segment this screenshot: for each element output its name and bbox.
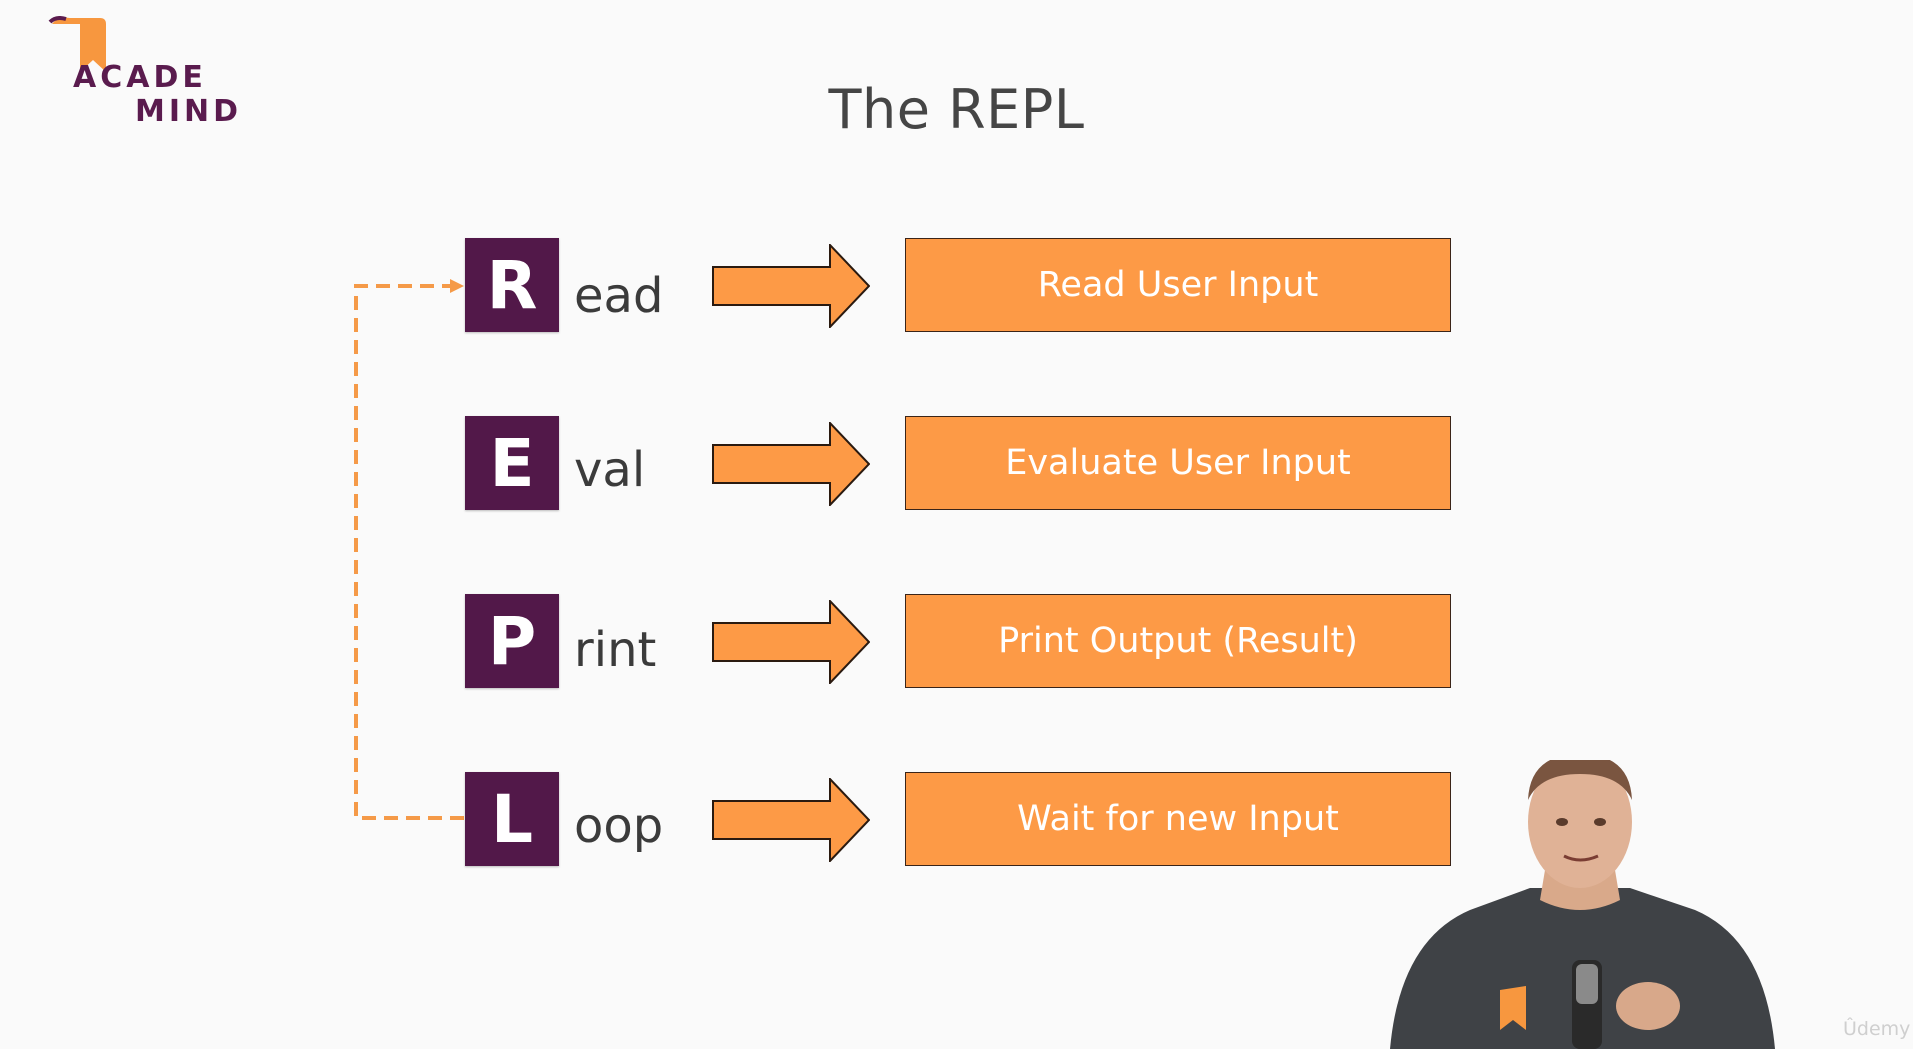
- arrow-right-icon: [712, 600, 870, 684]
- logo-text-acade: ACADE: [73, 60, 207, 95]
- arrow-right-icon: [712, 244, 870, 328]
- letter-box-l: L: [465, 772, 559, 866]
- udemy-watermark: Ûdemy: [1843, 1018, 1911, 1040]
- letter-box-e: E: [465, 416, 559, 510]
- arrow-right-icon: [712, 422, 870, 506]
- letter-rest-rint: rint: [574, 622, 657, 678]
- step-box-read: Read User Input: [905, 238, 1451, 332]
- academind-logo: ACADE MIND: [48, 16, 248, 129]
- presenter-hair: [1528, 760, 1632, 800]
- step-box-loop: Wait for new Input: [905, 772, 1451, 866]
- step-box-print: Print Output (Result): [905, 594, 1451, 688]
- logo-bookmark-icon: [48, 16, 106, 73]
- logo-text-mind: MIND: [135, 94, 243, 129]
- letter-rest-oop: oop: [574, 798, 664, 854]
- loop-connector: [354, 279, 464, 820]
- presenter-video: [1390, 760, 1775, 1049]
- slide-title: The REPL: [828, 78, 1085, 141]
- loop-arrowhead-icon: [450, 279, 464, 293]
- letter-rest-ead: ead: [574, 268, 664, 324]
- letter-box-p: P: [465, 594, 559, 688]
- letter-rest-val: val: [574, 442, 646, 498]
- letter-box-r: R: [465, 238, 559, 332]
- step-box-eval: Evaluate User Input: [905, 416, 1451, 510]
- arrow-right-icon: [712, 778, 870, 862]
- presenter-face: [1528, 760, 1632, 888]
